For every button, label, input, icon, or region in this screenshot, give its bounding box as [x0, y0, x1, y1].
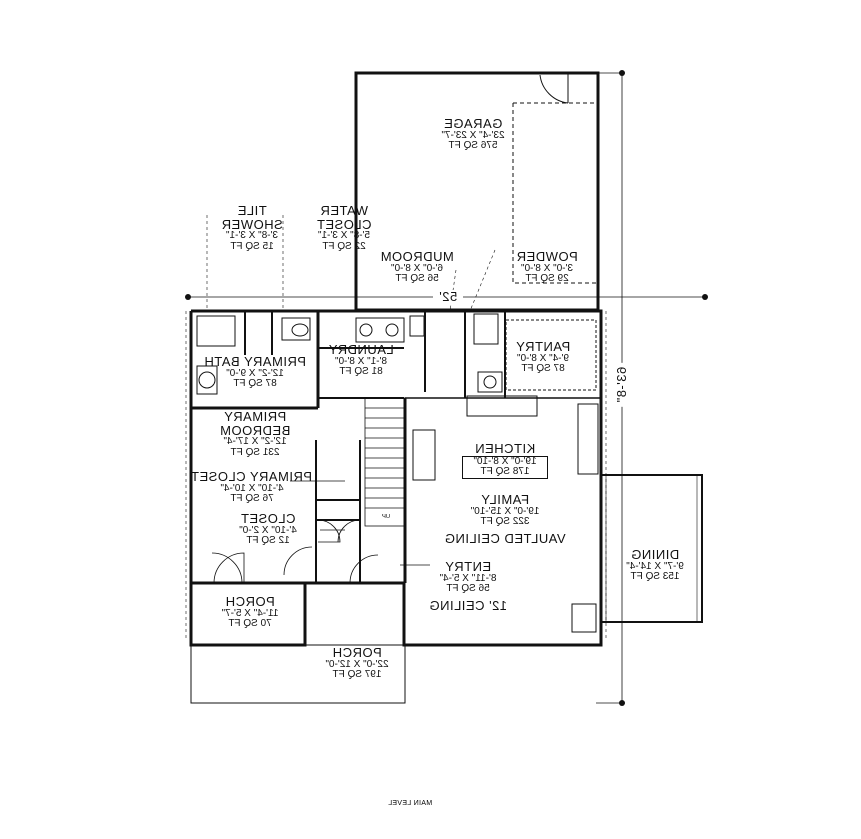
room-area: 76 SQ FT — [230, 493, 274, 505]
room-name: POWDER — [516, 249, 578, 264]
stair-up-label: UP — [381, 514, 391, 520]
bath-fixtures — [196, 313, 503, 395]
room-area: 29 SQ FT — [525, 273, 569, 285]
room-area: 56 SQ FT — [446, 583, 490, 595]
room-note: 12' CEILING — [428, 597, 508, 613]
room-area: 12 SQ FT — [246, 535, 290, 547]
dimension-dots — [185, 70, 708, 706]
room-name: DINING — [630, 547, 680, 562]
overall-width-label: 52' — [433, 289, 463, 304]
room-area: 153 SQ FT — [630, 571, 680, 583]
room-name: MUDROOM — [380, 249, 454, 264]
laundry-label: LAUNDRY 8'-1" X 8'-0" 81 SQ FT — [320, 342, 402, 378]
room-name: KITCHEN — [474, 441, 536, 456]
room-name: GARAGE — [443, 116, 503, 131]
overall-depth-label: 63'-8" — [614, 362, 629, 407]
kitchen-fixtures — [355, 315, 599, 633]
room-name: FAMILY — [480, 492, 530, 507]
dining-label: DINING 9'-7" X 14'-4" 153 SQ FT — [612, 547, 698, 583]
room-name: PRIMARY CLOSET — [190, 469, 312, 484]
room-name: PANTRY — [515, 339, 571, 354]
doors — [211, 519, 379, 584]
kitchen-label: KITCHEN 19'-0" X 8'-10" 178 SQ FT — [462, 441, 548, 479]
room-note: VAULTED CEILING — [444, 530, 566, 546]
tile-shower-label: TILE SHOWER 3'-8" X 3'-1" 15 SQ FT — [212, 203, 292, 252]
pantry-label: PANTRY 9'-4" X 8'-0" 87 SQ FT — [505, 339, 581, 375]
water-closet-label: WATER CLOSET 5'-8" X 3'-1" 22 SQ FT — [300, 203, 388, 252]
room-area: 81 SQ FT — [339, 366, 383, 378]
stairs — [364, 397, 406, 527]
room-area: 15 SQ FT — [230, 240, 274, 252]
room-name: PORCH — [225, 594, 275, 609]
room-area: 178 SQ FT — [462, 466, 548, 479]
room-name: PORCH — [332, 645, 382, 660]
primary-bath-label: PRIMARY BATH 12'-2" X 9'-0" 87 SQ FT — [200, 354, 310, 390]
room-name: PRIMARY BATH — [203, 354, 307, 369]
porch-large-label: PORCH 22'-0" X 12'-0" 197 SQ FT — [315, 645, 399, 681]
room-area: 87 SQ FT — [521, 363, 565, 375]
closet-label: CLOSET 4'-10" X 2'-0" 12 SQ FT — [228, 511, 308, 547]
family-label: FAMILY 19'-0" X 15'-10" 322 SQ FT VAULTE… — [440, 492, 570, 546]
plan-caption: MAIN LEVEL — [387, 800, 433, 807]
room-area: 576 SQ FT — [448, 140, 498, 152]
room-area: 197 SQ FT — [332, 669, 382, 681]
room-name: WATER CLOSET — [316, 203, 372, 232]
room-area: 87 SQ FT — [233, 378, 277, 390]
garage-label: GARAGE 23'-4" X 23'-7" 576 SQ FT — [418, 116, 528, 152]
porch-outlines — [190, 582, 406, 704]
porch-small-label: PORCH 11'-4" X 5'-7" 70 SQ FT — [205, 594, 295, 630]
overhead-lines — [185, 215, 607, 640]
primary-bedroom-label: PRIMARY BEDROOM 12'-2" X 17'-4" 231 SQ F… — [205, 409, 305, 458]
room-name: CLOSET — [240, 511, 296, 526]
room-name: LAUNDRY — [328, 342, 394, 357]
mudroom-label: MUDROOM 6'-0" X 8'-0" 56 SQ FT — [372, 249, 462, 285]
entry-label: ENTRY 8'-11" X 5'-4" 56 SQ FT 12' CEILIN… — [418, 559, 518, 613]
room-area: 231 SQ FT — [230, 446, 280, 458]
room-area: 322 SQ FT — [480, 516, 530, 528]
room-name: PRIMARY BEDROOM — [219, 409, 291, 438]
room-name: ENTRY — [444, 559, 492, 574]
leader-lines — [290, 480, 430, 566]
room-area: 56 SQ FT — [395, 273, 439, 285]
room-name: TILE SHOWER — [221, 203, 283, 232]
primary-closet-label: PRIMARY CLOSET 4'-10" X 10'-4" 76 SQ FT — [190, 469, 312, 505]
powder-label: POWDER 3'-0" X 8'-0" 29 SQ FT — [507, 249, 587, 285]
room-area: 70 SQ FT — [228, 618, 272, 630]
